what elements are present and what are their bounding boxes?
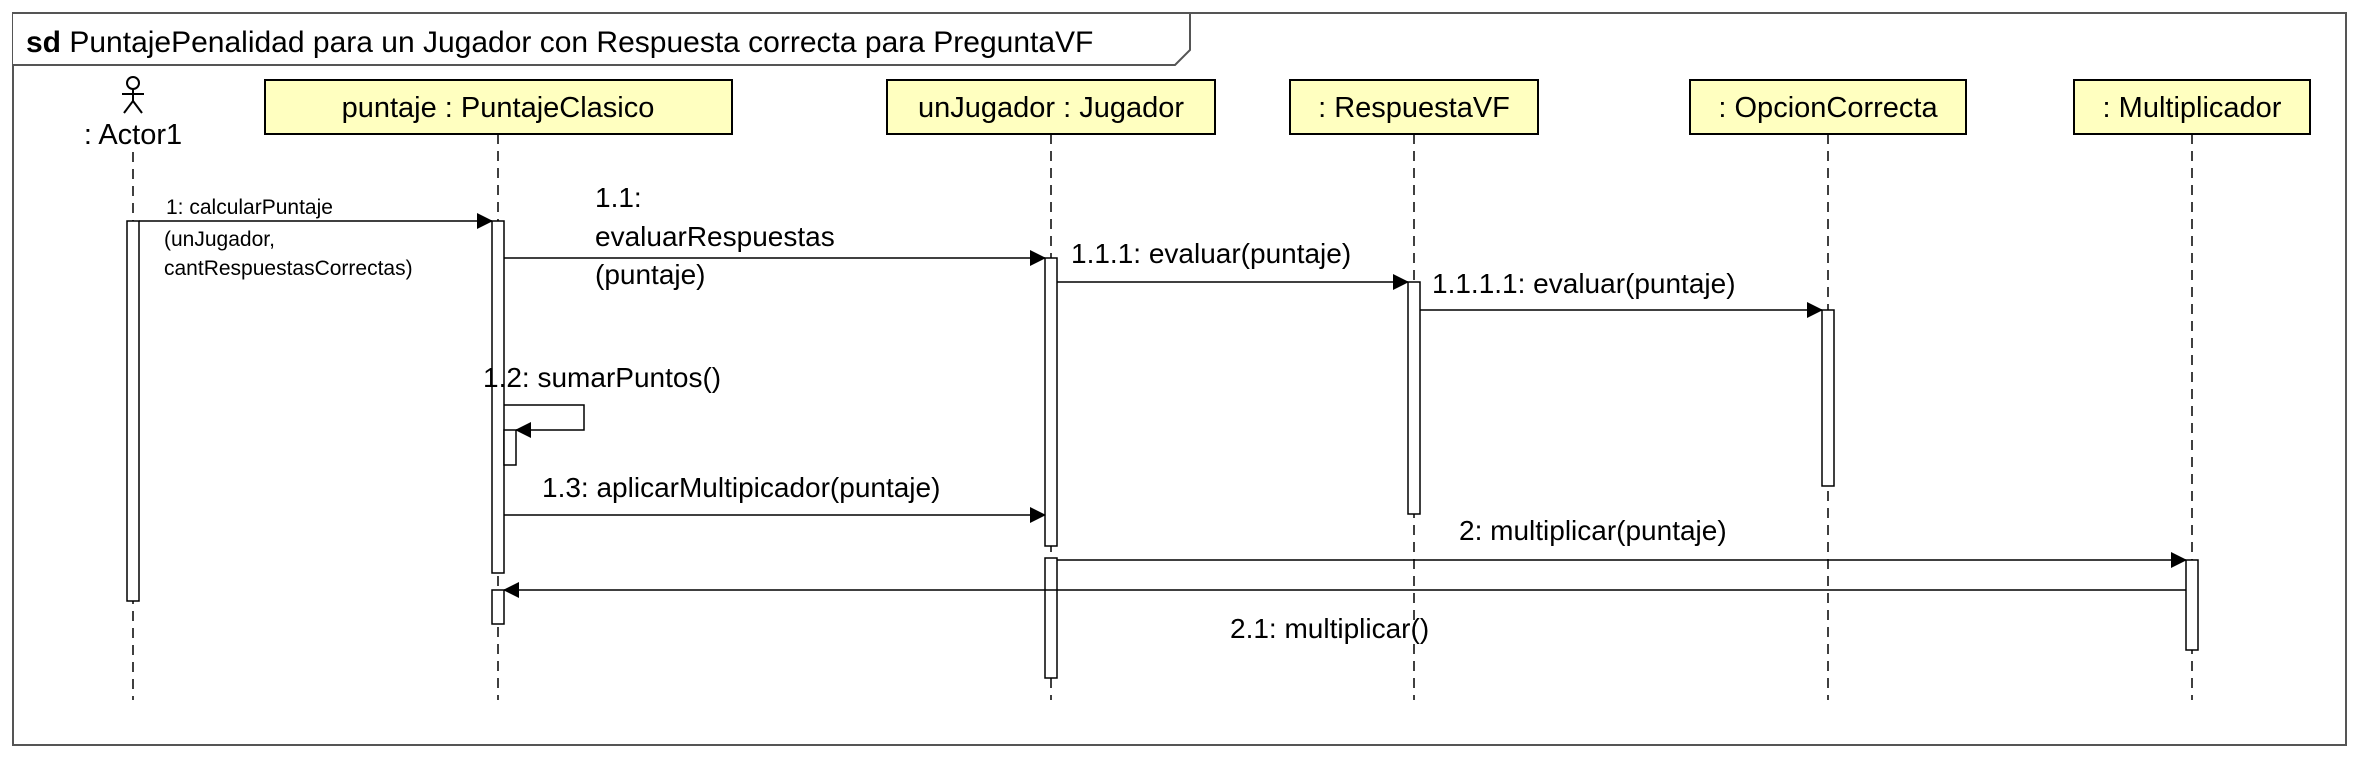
lifeline-label-puntaje: puntaje : PuntajeClasico [342, 92, 655, 124]
lifeline-header-multiplicador: : Multiplicador [2073, 79, 2311, 135]
activation-jugador-1 [1044, 257, 1058, 547]
frame-title: sd PuntajePenalidad para un Jugador con … [26, 26, 1093, 59]
message-label-2: 2: multiplicar(puntaje) [1459, 515, 1727, 546]
actor-stick-figure [122, 76, 144, 114]
lifeline-header-jugador: unJugador : Jugador [886, 79, 1216, 135]
activation-opcion [1821, 309, 1835, 487]
activation-actor [126, 220, 140, 602]
message-label-1-1-1: 1.1.1: evaluar(puntaje) [1071, 238, 1351, 269]
lifeline-label-respuesta: : RespuestaVF [1318, 92, 1510, 124]
activation-jugador-2 [1044, 557, 1058, 679]
lifeline-label-opcion: : OpcionCorrecta [1718, 92, 1938, 124]
lifeline-label-multiplicador: : Multiplicador [2103, 92, 2282, 124]
lifeline-header-respuesta: : RespuestaVF [1289, 79, 1539, 135]
lifeline-header-puntaje: puntaje : PuntajeClasico [264, 79, 733, 135]
message-label-1-1-1-1: 1.1.1.1: evaluar(puntaje) [1432, 268, 1736, 299]
actor-label: : Actor1 [84, 119, 182, 151]
message-label-1-3: 1.3: aplicarMultipicador(puntaje) [542, 472, 940, 503]
message-label-1-2: 1.2: sumarPuntos() [483, 362, 721, 393]
message-label-1: 1: calcularPuntaje (unJugador, cantRespu… [164, 196, 413, 280]
message-arrow-1-2-self [504, 404, 585, 438]
lifeline-header-opcion: : OpcionCorrecta [1689, 79, 1967, 135]
activation-puntaje-sumar [503, 429, 517, 466]
message-label-1-1: 1.1: evaluarRespuestas (puntaje) [595, 182, 842, 290]
activation-puntaje-1 [491, 220, 505, 574]
activation-multiplicador [2185, 559, 2199, 651]
frame-title-tab [13, 12, 1191, 66]
activation-puntaje-2 [491, 589, 505, 625]
activation-respuesta [1407, 281, 1421, 515]
lifeline-label-jugador: unJugador : Jugador [918, 92, 1184, 124]
message-label-2-1: 2.1: multiplicar() [1230, 613, 1429, 644]
